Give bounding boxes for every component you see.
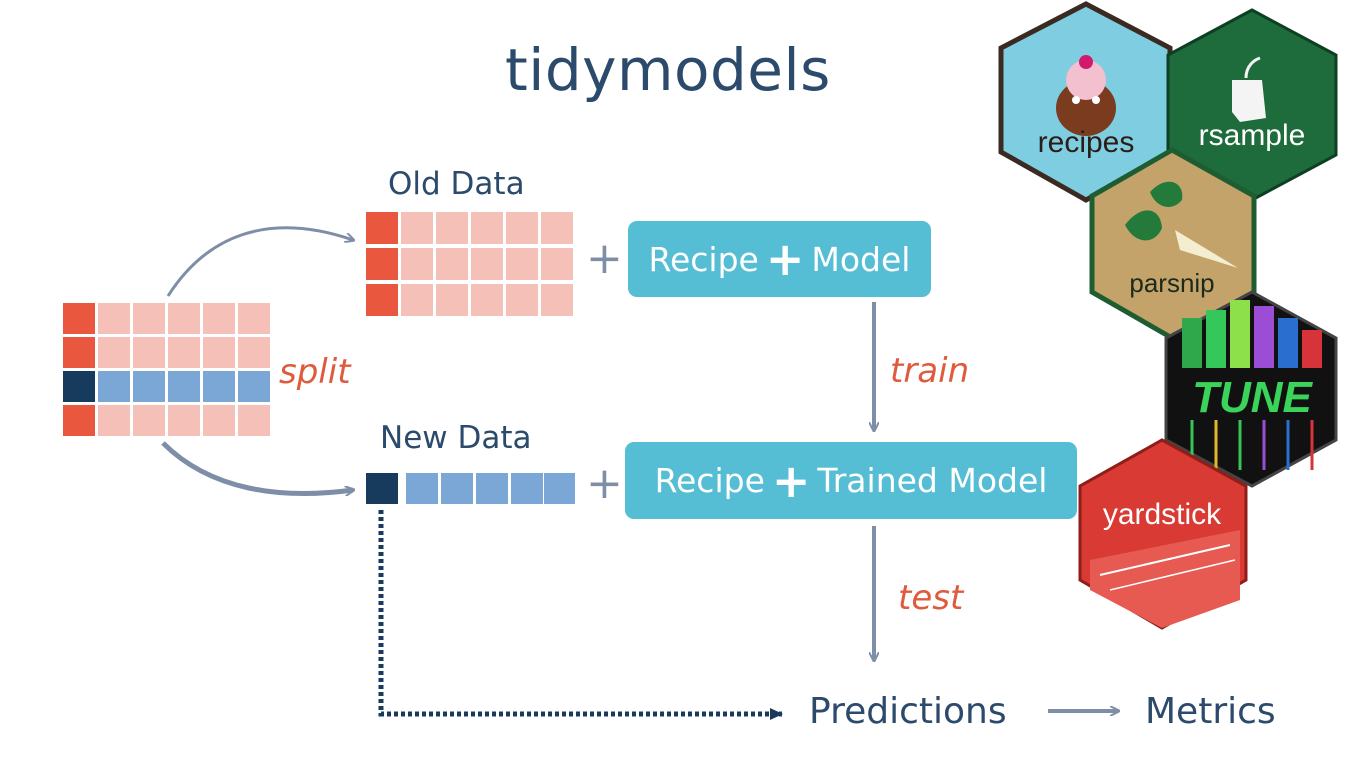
plus-sign: + [765,232,805,286]
rsample-hex-label: rsample [1199,119,1306,152]
recipe-label: Recipe [654,461,765,500]
recipe-trained-model-box: Recipe + Trained Model [625,442,1077,519]
split-arrow-up [166,226,353,297]
parsnip-hex-sticker: parsnip [1089,147,1257,341]
new-data-row [366,473,575,504]
split-arrow-down [161,441,353,494]
parsnip-hex-label: parsnip [1129,268,1214,298]
recipes-hex-sticker: recipes [998,1,1173,203]
tune-hex-sticker: TUNE [1164,290,1338,488]
metrics-label: Metrics [1145,691,1276,732]
old-data-row [366,212,573,244]
plus-sign-old: + [586,233,623,284]
plus-sign: + [771,453,811,508]
dotted-arrow [378,510,783,720]
trained-model-label: Trained Model [817,461,1048,500]
full-data-row-highlight [63,371,270,402]
test-label: test [898,578,964,618]
rsample-hex-sticker: rsample [1166,8,1338,202]
full-data-grid [63,303,270,436]
recipe-model-box: Recipe + Model [628,221,931,297]
yardstick-hex-sticker: yardstick [1078,438,1248,630]
tune-hex-label: TUNE [1192,373,1313,422]
full-data-row [63,405,270,436]
full-data-row [63,337,270,368]
yardstick-hex-label: yardstick [1103,498,1222,531]
predictions-label: Predictions [809,691,1007,732]
train-label: train [890,351,970,391]
plus-sign-new: + [586,458,623,509]
old-data-row [366,284,573,316]
full-data-row [63,303,270,334]
old-data-label: Old Data [388,166,525,202]
recipes-hex-label: recipes [1038,126,1135,159]
split-label: split [279,352,351,392]
model-label: Model [811,239,911,279]
new-data-label: New Data [380,420,532,456]
page-title: tidymodels [505,36,831,104]
old-data-grid [366,212,573,316]
old-data-row [366,248,573,280]
recipe-label: Recipe [648,239,759,279]
